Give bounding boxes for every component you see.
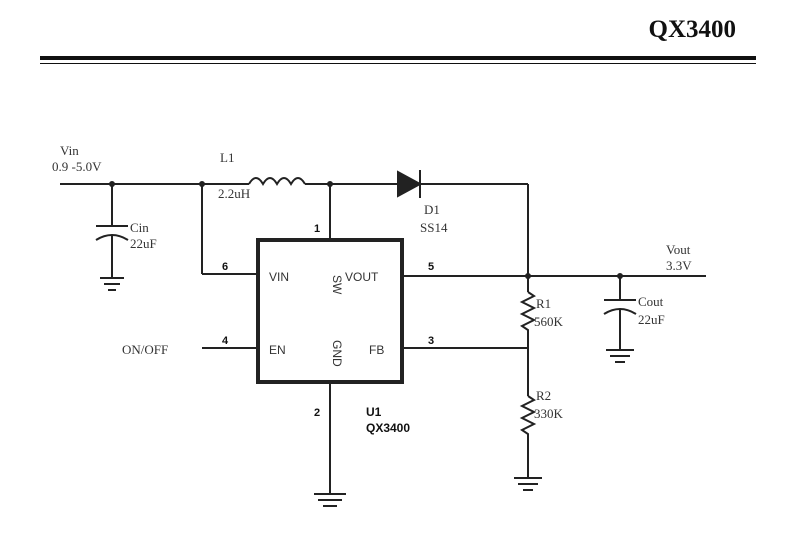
cout-plate-bottom xyxy=(603,308,637,315)
vout-label: Vout xyxy=(666,242,691,257)
diode-d1 xyxy=(397,170,423,198)
header-rule-thin xyxy=(40,63,756,64)
vout-value: 3.3V xyxy=(666,258,692,273)
page-title: QX3400 xyxy=(648,16,737,43)
junction-dot xyxy=(525,273,531,279)
resistor-r2 xyxy=(519,395,537,444)
r1-ref: R1 xyxy=(536,296,551,311)
pin-name-fb: FB xyxy=(369,343,384,357)
r1-value: 560K xyxy=(534,314,564,329)
diode-value: SS14 xyxy=(420,220,448,235)
inductor-ref: L1 xyxy=(220,150,234,165)
r2-value: 330K xyxy=(534,406,564,421)
pin-num-sw: 1 xyxy=(314,223,320,235)
cin-plate-bottom xyxy=(95,234,129,241)
ic-u1-body xyxy=(256,238,404,384)
junction-dot xyxy=(327,181,333,187)
cout-value: 22uF xyxy=(638,312,665,327)
pin-num-vin: 6 xyxy=(222,261,228,273)
pin-num-fb: 3 xyxy=(428,335,434,347)
pin-name-vout: VOUT xyxy=(345,270,379,284)
pin-num-en: 4 xyxy=(222,335,229,347)
r2-ref: R2 xyxy=(536,388,551,403)
junction-dot xyxy=(199,181,205,187)
pin-num-gnd: 2 xyxy=(314,407,320,419)
inductor-l1 xyxy=(248,177,306,186)
inductor-value: 2.2uH xyxy=(218,186,250,201)
cin-ref: Cin xyxy=(130,220,149,235)
pin-num-vout: 5 xyxy=(428,261,434,273)
ic-ref: U1 xyxy=(366,405,382,419)
resistor-r1 xyxy=(519,291,537,348)
pin-name-sw: SW xyxy=(330,275,344,295)
header-rule xyxy=(40,56,756,60)
pin-name-en: EN xyxy=(269,343,286,357)
vin-range-label: 0.9 -5.0V xyxy=(52,159,102,174)
junction-dot xyxy=(617,273,623,279)
cin-value: 22uF xyxy=(130,236,157,251)
vin-label: Vin xyxy=(60,143,79,158)
onoff-label: ON/OFF xyxy=(122,342,168,357)
pin-name-vin: VIN xyxy=(269,270,289,284)
cout-ref: Cout xyxy=(638,294,664,309)
pin-name-gnd: GND xyxy=(330,340,344,367)
diode-ref: D1 xyxy=(424,202,440,217)
ic-part-label: QX3400 xyxy=(366,421,410,435)
junction-dot xyxy=(109,181,115,187)
